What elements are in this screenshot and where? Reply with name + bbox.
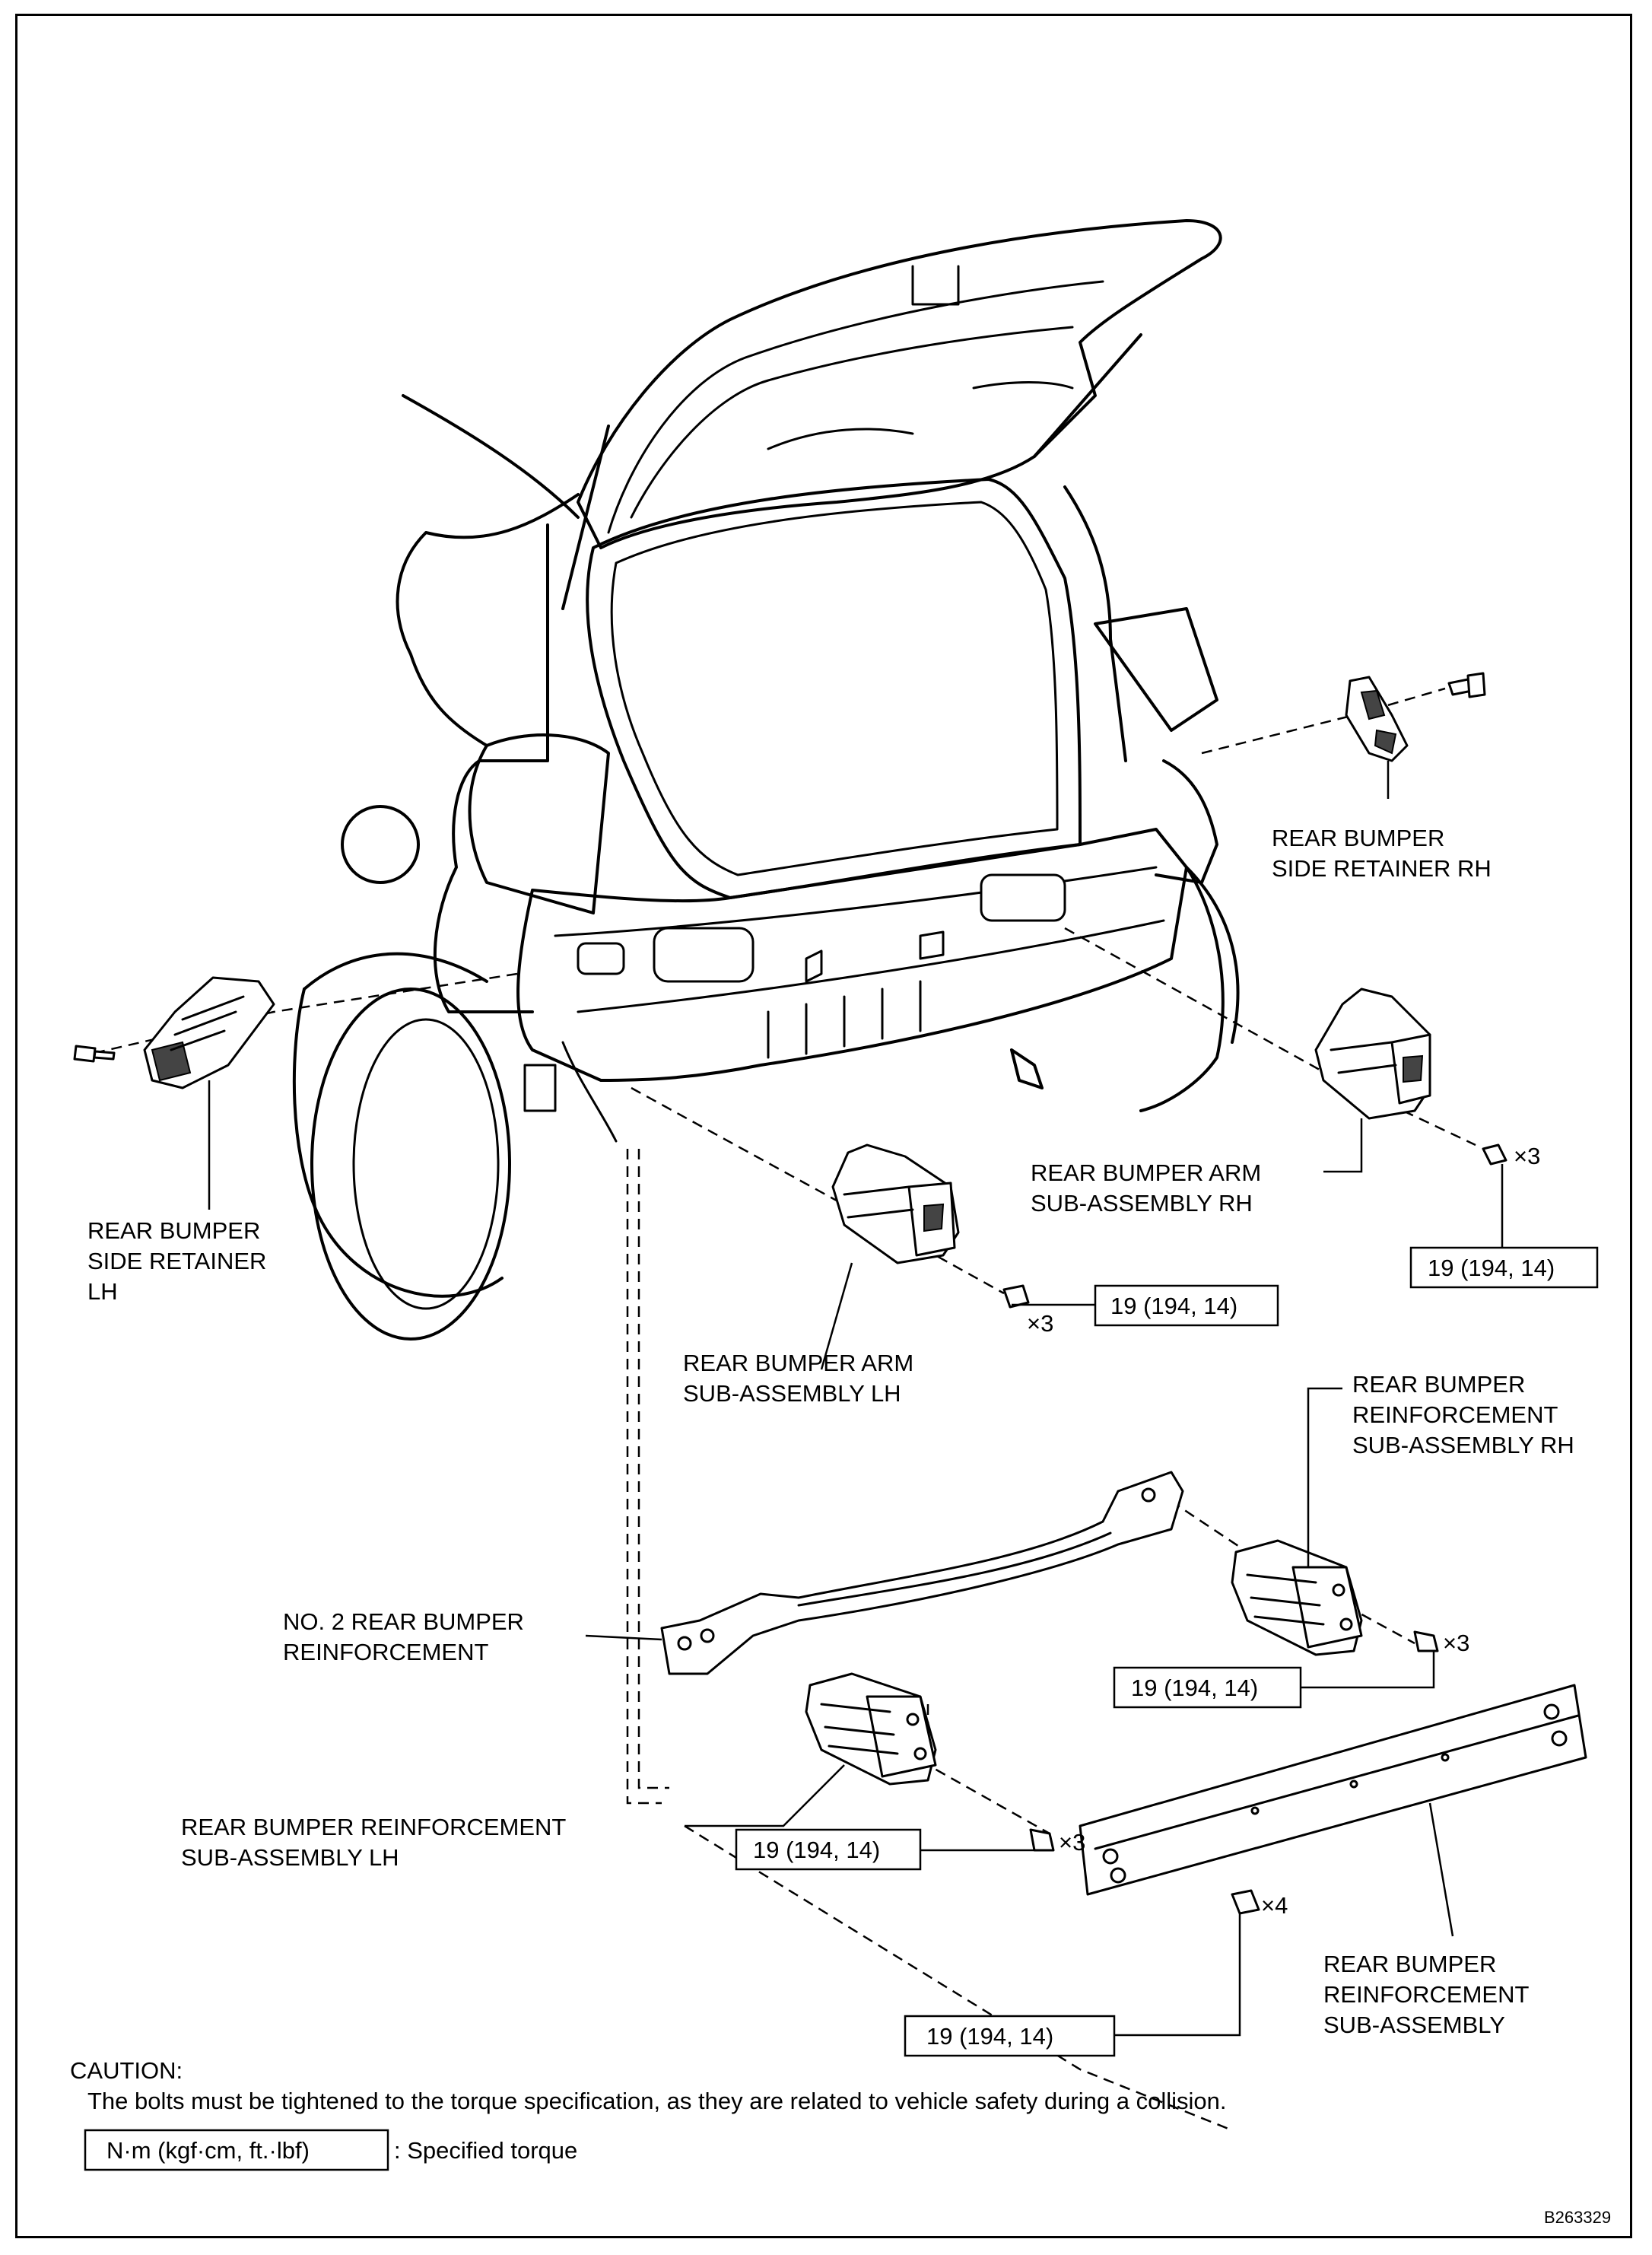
torque-legend: N·m (kgf·cm, ft.·lbf) : Specified torque <box>84 2129 577 2171</box>
bolt-quantities: ×3 ×3 ×3 ×3 ×4 <box>1027 1143 1540 1919</box>
label-reinf-sub-rh-3: SUB-ASSEMBLY RH <box>1352 1432 1574 1458</box>
label-side-retainer-rh-1: REAR BUMPER <box>1272 825 1444 851</box>
leader-lines <box>208 761 1504 2037</box>
label-arm-rh-2: SUB-ASSEMBLY RH <box>1031 1190 1253 1217</box>
no2-rear-bumper-reinforcement <box>660 1471 1184 1675</box>
qty-reinf-lh: ×3 <box>1059 1829 1085 1856</box>
label-reinf-sub-lh-1: REAR BUMPER REINFORCEMENT <box>181 1814 566 1840</box>
label-reinf-sub-rh-1: REAR BUMPER <box>1352 1371 1525 1398</box>
bolt-reinforcement-center <box>1231 1889 1260 1915</box>
caution-title: CAUTION: <box>70 2057 183 2084</box>
label-reinf-sub-3: SUB-ASSEMBLY <box>1323 2012 1505 2038</box>
caution-text: The bolts must be tightened to the torqu… <box>87 2088 1226 2114</box>
bolt-arm-lh <box>1002 1284 1030 1309</box>
label-side-retainer-lh-2: SIDE RETAINER <box>87 1248 266 1274</box>
bolt-arm-rh <box>1482 1143 1507 1166</box>
label-reinf-sub-2: REINFORCEMENT <box>1323 1981 1529 2008</box>
torque-arm-lh: 19 (194, 14) <box>1110 1293 1237 1319</box>
label-reinf-sub-1: REAR BUMPER <box>1323 1951 1496 1977</box>
label-arm-lh-2: SUB-ASSEMBLY LH <box>683 1380 901 1407</box>
bolt-side-retainer-lh <box>73 1045 116 1063</box>
qty-reinf-center: ×4 <box>1261 1892 1288 1919</box>
legend-box-text: N·m (kgf·cm, ft.·lbf) <box>106 2137 310 2164</box>
rear-bumper-reinforcement-sub <box>1079 1684 1587 1896</box>
bolt-reinforcement-rh <box>1413 1630 1439 1652</box>
torque-reinf-center: 19 (194, 14) <box>926 2023 1053 2050</box>
label-no2-reinf-2: REINFORCEMENT <box>283 1639 488 1665</box>
figure-id: B263329 <box>1544 2208 1611 2227</box>
label-arm-lh-1: REAR BUMPER ARM <box>683 1350 913 1376</box>
label-reinf-sub-rh-2: REINFORCEMENT <box>1352 1401 1558 1428</box>
rear-bumper-side-retainer-rh <box>1345 676 1409 762</box>
label-no2-reinf-1: NO. 2 REAR BUMPER <box>283 1608 524 1635</box>
rear-bumper-reinforcement-sub-lh <box>805 1672 937 1786</box>
qty-arm-rh: ×3 <box>1514 1143 1540 1169</box>
legend-description: : Specified torque <box>394 2137 577 2164</box>
label-side-retainer-lh-3: LH <box>87 1278 118 1305</box>
torque-reinf-lh: 19 (194, 14) <box>753 1837 880 1863</box>
part-labels: REAR BUMPER SIDE RETAINER RH REAR BUMPER… <box>87 825 1574 2038</box>
torque-arm-rh: 19 (194, 14) <box>1428 1255 1555 1281</box>
rear-bumper-side-retainer-lh <box>143 976 275 1089</box>
label-reinf-sub-lh-2: SUB-ASSEMBLY LH <box>181 1844 399 1871</box>
label-arm-rh-1: REAR BUMPER ARM <box>1031 1159 1261 1186</box>
qty-arm-lh: ×3 <box>1027 1310 1053 1337</box>
torque-boxes: 19 (194, 14) 19 (194, 14) 19 (194, 14) 1… <box>735 1246 1599 2057</box>
figure-frame <box>15 14 1632 2238</box>
rear-bumper-arm-rh <box>1314 988 1431 1120</box>
label-side-retainer-lh-1: REAR BUMPER <box>87 1217 260 1244</box>
rear-bumper-arm-lh <box>831 1143 960 1264</box>
qty-reinf-rh: ×3 <box>1443 1630 1469 1656</box>
torque-reinf-rh: 19 (194, 14) <box>1131 1675 1258 1701</box>
vehicle-rear-body <box>292 219 1240 1341</box>
caution-block: CAUTION: The bolts must be tightened to … <box>70 2057 1226 2114</box>
rear-bumper-reinforcement-sub-rh <box>1231 1539 1363 1656</box>
bolt-side-retainer-rh <box>1447 672 1486 698</box>
bolt-reinforcement-lh <box>1029 1828 1055 1852</box>
label-side-retainer-rh-2: SIDE RETAINER RH <box>1272 855 1492 882</box>
